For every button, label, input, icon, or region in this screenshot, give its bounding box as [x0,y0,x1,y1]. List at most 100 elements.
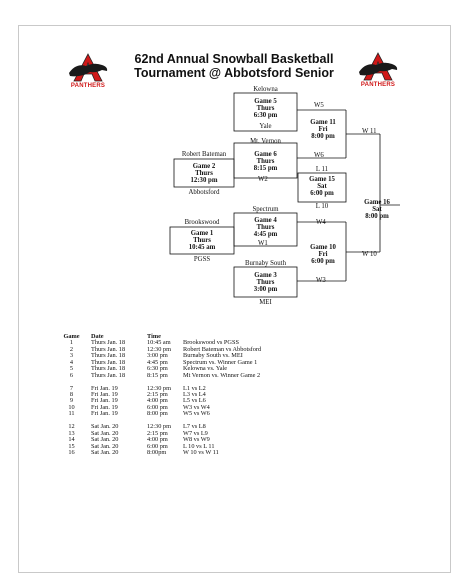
game3-winner: W3 [316,277,326,284]
game5-label: Game 5 [254,98,277,105]
cell-time: 4:45 pm [147,358,168,366]
game16-label: Game 16 [364,199,390,206]
cell-date: Fri Jan. 19 [91,403,118,411]
team-mt-vernon: Mt. Vernon [250,138,281,145]
game1-time: 10:45 am [188,244,216,251]
game1-label: Game 1 [190,230,214,237]
game11-day: Fri [318,126,328,133]
game5-time: 6:30 pm [253,112,278,119]
cell-matchup: Kelowna vs. Yale [183,365,228,373]
cell-matchup: Brookswood vs PGSS [183,339,239,347]
cell-date: Fri Jan. 19 [91,391,118,398]
cell-game: 3 [69,352,74,360]
title-line-2: Tournament @ Abbotsford Senior [134,66,334,80]
cell-game: 11 [68,410,75,418]
schedule-row: 7 Fri Jan. 19 12:30 pm L1 vs L2 [62,384,362,392]
cell-date: Thurs Jan. 18 [91,352,126,360]
cell-matchup: L7 vs L8 [183,423,206,431]
cell-date: Thurs Jan. 18 [91,339,126,347]
document-title: 62nd Annual Snowball Basketball Tourname… [108,52,360,80]
cell-time: 12:30 pm [147,423,171,431]
game10-day: Fri [318,251,328,258]
cell-game: 10 [68,403,75,411]
game3-label: Game 3 [254,272,277,279]
cell-date: Thurs Jan. 18 [91,365,126,373]
cell-date: Fri Jan. 19 [91,397,118,405]
game2-time: 12:30 pm [190,177,218,184]
cell-game: 16 [68,449,75,456]
game2-day: Thurs [195,170,213,177]
cell-matchup: Robert Bateman vs Abbotsford [183,345,262,353]
schedule-row: 1 Thurs Jan. 18 10:45 am Brookswood vs PGSS [62,339,362,347]
game6-winner: W6 [314,152,324,159]
cell-game: 7 [69,384,74,392]
team-brookswood: Brookswood [184,219,220,226]
cell-time: 10:45 am [147,339,171,347]
cell-game: 5 [69,365,74,373]
cell-time: 8:00 pm [147,410,168,418]
cell-matchup: Burnaby South vs. MEI [183,352,243,360]
document-page [18,25,451,573]
cell-matchup: W 10 vs W 11 [183,449,219,456]
cell-time: 8:00pm [147,449,167,456]
game16-time: 8:00 pm [365,213,389,220]
game6-time: 8:15 pm [253,165,278,172]
game2-winner: W2 [258,176,268,183]
panthers-logo-right: PANTHERS [356,52,400,92]
game6-label: Game 6 [254,151,277,158]
game4-label: Game 4 [254,217,277,224]
cell-matchup: L1 vs L2 [183,384,206,392]
game2-label: Game 2 [192,163,216,170]
title-line-1: 62nd Annual Snowball Basketball [134,52,334,66]
team-spectrum: Spectrum [252,206,279,213]
cell-game: 13 [68,429,75,437]
schedule-header: Game Date Time [62,333,362,340]
cell-time: 4:00 pm [147,397,168,405]
cell-time: 8:15 pm [147,371,168,379]
cell-game: 6 [69,371,74,379]
game1-winner: W1 [258,240,268,247]
game15-time: 6:00 pm [310,190,334,197]
game1-day: Thurs [193,237,211,244]
cell-game: 1 [69,339,74,347]
cell-time: 4:00 pm [147,436,168,444]
game11-label: Game 11 [310,119,336,126]
cell-date: Sat Jan. 20 [91,423,119,431]
cell-matchup: W3 vs W4 [183,403,210,411]
team-kelowna: Kelowna [253,86,278,93]
game4-winner: W4 [316,219,326,226]
cell-game: 8 [69,391,74,398]
team-yale: Yale [259,123,272,130]
cell-time: 6:00 pm [147,442,168,450]
cell-matchup: W8 vs W9 [183,436,210,444]
cell-matchup: Spectrum vs. Winner Game 1 [183,358,258,366]
cell-matchup: L 10 vs L 11 [183,442,215,450]
game3-day: Thurs [256,279,275,286]
header-game: Game [63,333,80,340]
panthers-logo-left: PANTHERS [66,53,110,93]
cell-time: 12:30 pm [147,384,171,392]
cell-time: 3:00 pm [147,352,168,360]
game16-day: Sat [372,206,382,213]
game4-time: 4:45 pm [253,231,278,238]
game10-label: Game 10 [310,244,336,251]
game15-day: Sat [317,183,327,190]
header-time: Time [147,333,161,340]
cell-date: Fri Jan. 19 [91,384,118,392]
team-abbotsford: Abbotsford [188,189,220,196]
cell-date: Sat Jan. 20 [91,436,119,444]
cell-date: Thurs Jan. 18 [91,345,126,353]
cell-date: Fri Jan. 19 [91,410,118,418]
